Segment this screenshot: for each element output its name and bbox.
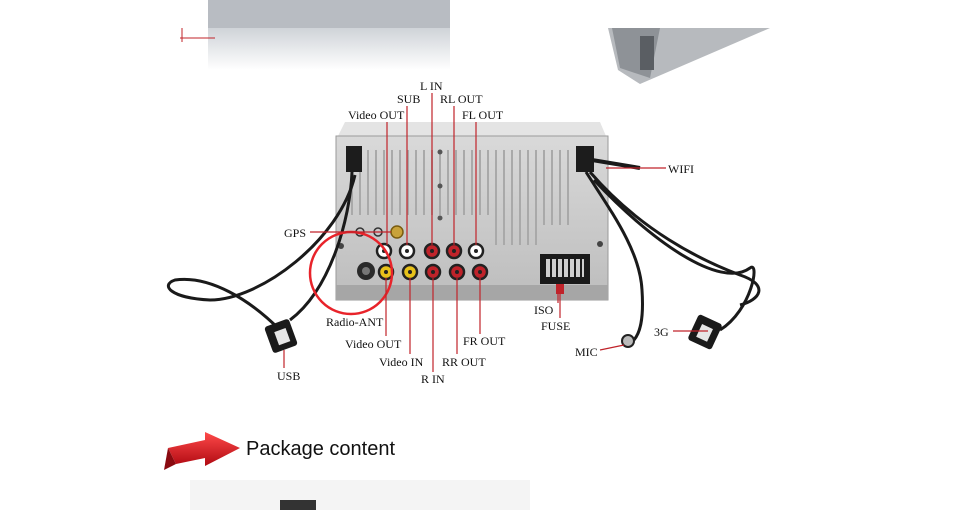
label-video-out-top: Video OUT (348, 108, 405, 122)
section-arrow-icon (164, 432, 240, 470)
label-usb: USB (277, 369, 301, 383)
label-rr-out: RR OUT (442, 355, 486, 369)
label-sub: SUB (397, 92, 421, 106)
section-title-package-content: Package content (246, 438, 395, 460)
leader-lines (283, 93, 708, 372)
label-rl-out: RL OUT (440, 92, 483, 106)
mic-jack (621, 334, 635, 348)
label-3g: 3G (654, 325, 669, 339)
label-l-in: L IN (420, 79, 443, 93)
product-image-top-right (608, 28, 770, 84)
label-r-in: R IN (421, 372, 445, 386)
label-fl-out: FL OUT (462, 108, 504, 122)
label-video-in: Video IN (379, 355, 424, 369)
gps-connector (390, 225, 404, 239)
mic-cable (584, 171, 644, 344)
radio-antenna-socket (357, 262, 375, 280)
label-gps: GPS (284, 226, 307, 240)
usb-plug-right (688, 314, 722, 350)
usb-cable (167, 171, 357, 332)
label-fr-out: FR OUT (463, 334, 506, 348)
threeg-cable (588, 171, 761, 332)
label-radio-ant: Radio-ANT (326, 315, 384, 329)
iso-connector (540, 254, 590, 294)
package-item-preview (190, 480, 530, 510)
product-image-top-left (180, 0, 450, 70)
label-wifi: WIFI (668, 162, 694, 176)
label-mic: MIC (575, 345, 598, 359)
label-iso: ISO (534, 303, 554, 317)
wifi-antenna-cable (591, 158, 641, 170)
label-video-out-bottom: Video OUT (345, 337, 402, 351)
label-fuse: FUSE (541, 319, 571, 333)
usb-plug-left (264, 319, 298, 353)
